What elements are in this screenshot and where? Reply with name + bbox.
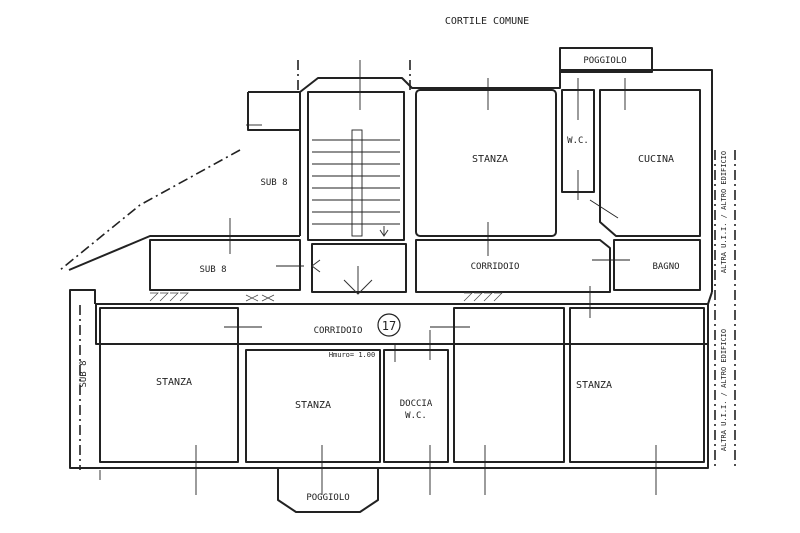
room-stanza-left: STANZA <box>156 377 192 388</box>
entry-arrows <box>311 226 389 295</box>
right-label-upper: ALTRA U.I.I. / ALTRO EDIFICIO <box>720 151 728 273</box>
stairwell <box>307 91 405 241</box>
room-corridoio-right: CORRIDOIO <box>471 262 520 272</box>
room-doccia-line2: W.C. <box>405 411 427 421</box>
room-corridoio-main: CORRIDOIO <box>314 326 363 336</box>
grid-marks <box>99 60 657 495</box>
room-stanza-center: STANZA <box>295 400 331 411</box>
room-wc-top: W.C. <box>567 136 589 146</box>
room-stanza-top: STANZA <box>472 154 508 165</box>
height-note: Hmuro= 1.00 <box>329 351 375 359</box>
room-cucina: CUCINA <box>638 154 674 165</box>
right-label-lower: ALTRA U.I.I. / ALTRO EDIFICIO <box>720 329 728 451</box>
balcony-bottom-label: POGGIOLO <box>306 493 349 503</box>
unit-number-badge: 17 <box>377 313 401 337</box>
room-sub8-top: SUB 8 <box>260 178 287 188</box>
outer-walls <box>68 69 713 469</box>
window-hatches <box>149 292 503 302</box>
room-sub8-mid: SUB 8 <box>199 265 226 275</box>
courtyard-label: CORTILE COMUNE <box>445 16 529 27</box>
room-walls <box>95 47 709 513</box>
balcony-top-label: POGGIOLO <box>583 56 626 66</box>
left-unit-label: SUB 8 <box>79 360 89 387</box>
room-stanza-right: STANZA <box>576 380 612 391</box>
stair-steps <box>312 129 400 237</box>
unit-number: 17 <box>382 319 396 333</box>
boundary-lines <box>59 60 736 470</box>
room-doccia-line1: DOCCIA <box>400 399 433 409</box>
room-bagno: BAGNO <box>652 262 679 272</box>
